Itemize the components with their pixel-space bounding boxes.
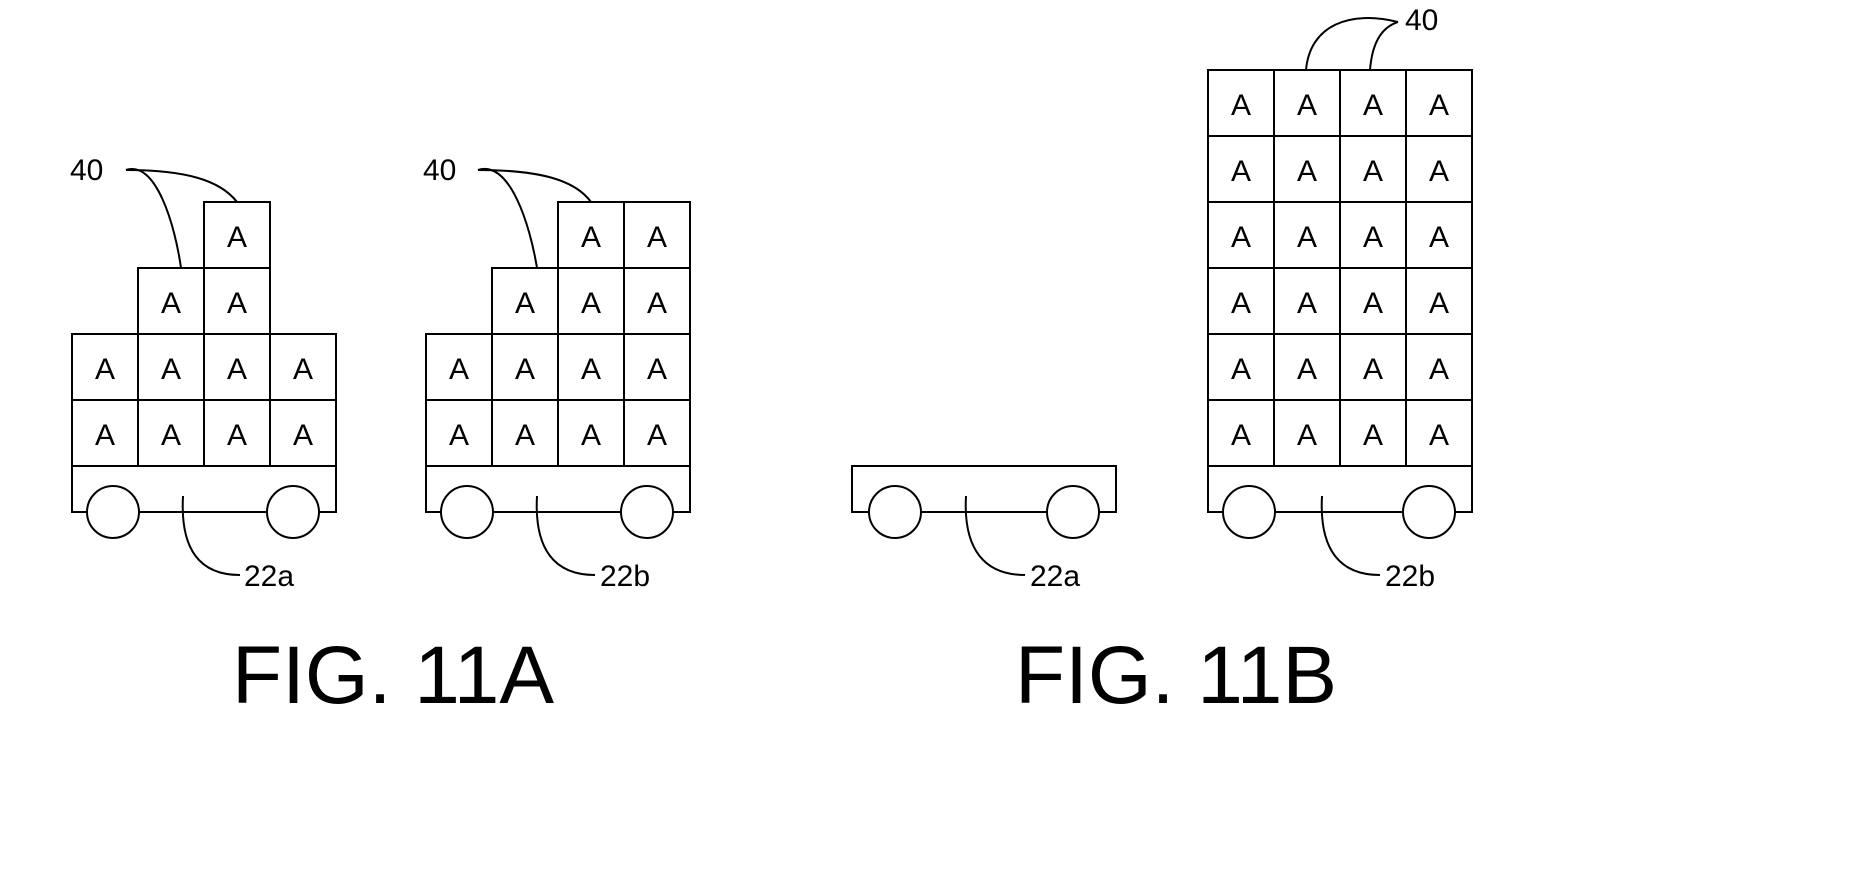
cart-11b-22a: 22a [852,466,1116,593]
reference-numeral-40: 40 [70,154,103,187]
cart-11b-22b: A A A A A A A A A A A A A A A A A A A A [1208,4,1472,593]
leader-line-40 [126,170,237,202]
package-label: A [647,287,667,320]
package-label: A [1231,353,1251,386]
package-label: A [1363,353,1383,386]
cart-wheel [441,486,493,538]
package-label: A [647,353,667,386]
leader-line-40 [126,169,181,268]
package-label: A [647,221,667,254]
package-label: A [1297,419,1317,452]
package-label: A [1297,287,1317,320]
package-label: A [581,353,601,386]
package-label: A [581,221,601,254]
package-label: A [95,419,115,452]
package-label: A [1231,287,1251,320]
reference-numeral-40: 40 [423,154,456,187]
package-label: A [1297,89,1317,122]
stack-11b-22b: A A A A A A A A A A A A A A A A A A A A [1208,70,1472,466]
leader-line-40 [478,170,591,202]
package-label: A [227,287,247,320]
reference-numeral-cart: 22a [1030,560,1080,593]
cart-wheel [869,486,921,538]
package-label: A [1429,353,1449,386]
package-label: A [95,353,115,386]
reference-numeral-cart: 22b [600,560,650,593]
package-label: A [449,353,469,386]
package-label: A [515,287,535,320]
package-label: A [1231,221,1251,254]
cart-wheel [621,486,673,538]
package-label: A [1231,155,1251,188]
package-label: A [1363,221,1383,254]
package-label: A [1297,155,1317,188]
leader-line-40 [1306,18,1398,70]
cart-wheel [1047,486,1099,538]
package-label: A [1297,353,1317,386]
figure-11a: A A A A A A A A A A A 40 22a [70,154,690,721]
cart-wheel [87,486,139,538]
reference-numeral-40: 40 [1405,4,1438,37]
package-label: A [581,287,601,320]
leader-line-40 [1370,22,1398,70]
package-label: A [449,419,469,452]
reference-numeral-cart: 22a [244,560,294,593]
package-label: A [1429,221,1449,254]
package-label: A [581,419,601,452]
cart-11a-22a: A A A A A A A A A A A 40 22a [70,154,336,593]
figure-11b: 22a [852,4,1472,721]
package-label: A [1429,287,1449,320]
package-label: A [1363,419,1383,452]
package-label: A [1297,221,1317,254]
package-label: A [293,353,313,386]
cart-wheel [267,486,319,538]
package-label: A [1429,155,1449,188]
package-label: A [227,221,247,254]
package-label: A [1429,89,1449,122]
reference-numeral-cart: 22b [1385,560,1435,593]
package-label: A [515,419,535,452]
package-label: A [161,353,181,386]
stack-11a-22a: A A A A A A A A A A A [72,202,336,466]
package-label: A [1363,89,1383,122]
package-label: A [1231,419,1251,452]
package-label: A [1363,155,1383,188]
package-label: A [1231,89,1251,122]
package-label: A [1429,419,1449,452]
cart-11a-22b: A A A A A A A A A A A A A 40 22b [423,154,690,593]
package-label: A [227,419,247,452]
cart-wheel [1403,486,1455,538]
package-label: A [515,353,535,386]
package-label: A [1363,287,1383,320]
leader-line-40 [478,169,537,268]
package-label: A [647,419,667,452]
package-label: A [293,419,313,452]
package-label: A [161,419,181,452]
stack-11a-22b: A A A A A A A A A A A A A [426,202,690,466]
figure-caption-11b: FIG. 11B [1015,630,1337,721]
package-label: A [161,287,181,320]
package-label: A [227,353,247,386]
cart-wheel [1223,486,1275,538]
figure-caption-11a: FIG. 11A [232,630,554,721]
